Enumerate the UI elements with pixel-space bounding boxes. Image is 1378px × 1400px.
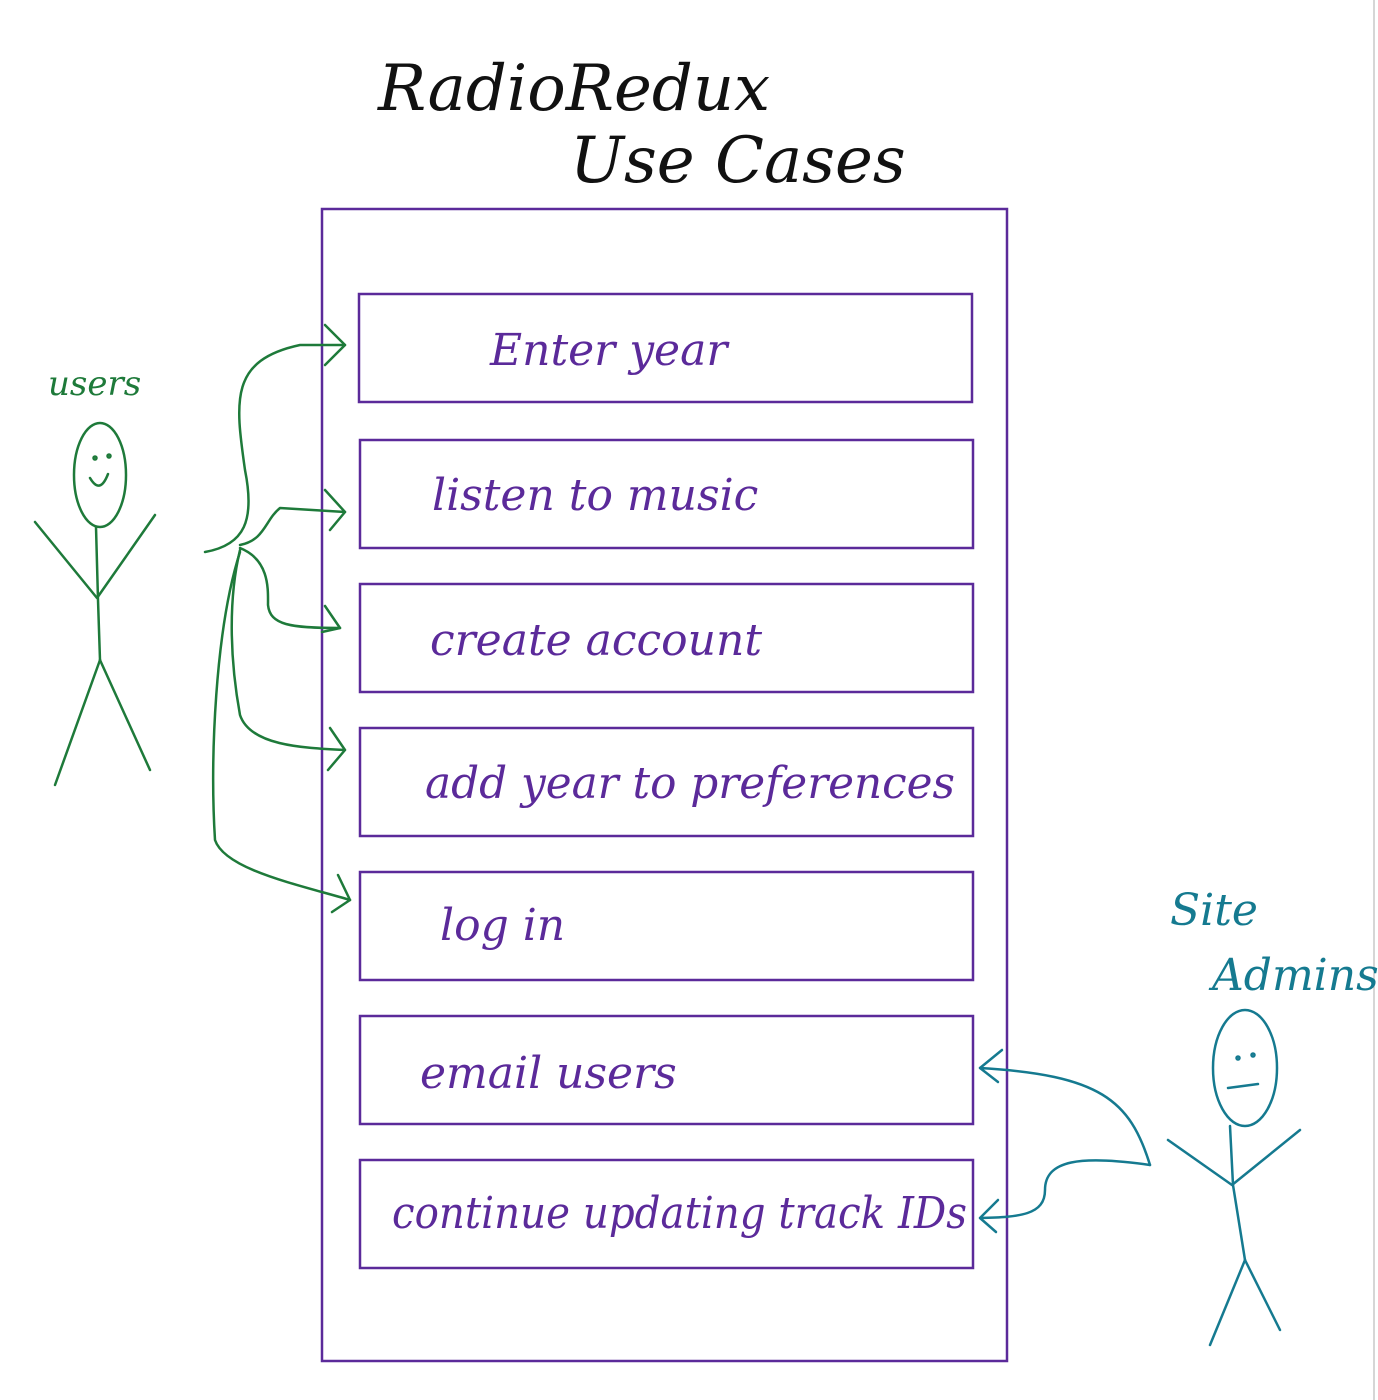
use-case-add-year-to-preferences: add year to preferences — [358, 726, 975, 838]
use-case-label: email users — [420, 1048, 677, 1099]
use-case-label: add year to preferences — [425, 758, 955, 809]
site-admins-connector-arrows — [978, 1048, 1152, 1234]
use-case-label: Enter year — [489, 325, 730, 376]
use-case-create-account: create account — [358, 582, 975, 694]
use-case-listen-to-music: listen to music — [358, 438, 975, 550]
use-case-label: listen to music — [432, 470, 758, 521]
users-connector-arrows — [203, 323, 352, 914]
diagram-title-line-1: RadioRedux — [377, 52, 770, 126]
use-case-continue-updating-track-ids: continue updating track IDs — [358, 1158, 975, 1270]
users-actor-label: users — [48, 364, 141, 404]
diagram-title-line-2: Use Cases — [570, 124, 906, 198]
neutral-stick-figure-icon — [1166, 1008, 1302, 1347]
smiling-stick-figure-icon — [33, 421, 157, 787]
use-case-label: continue updating track IDs — [392, 1188, 967, 1239]
system-boundary — [320, 207, 1009, 1363]
use-case-enter-year: Enter year — [357, 292, 974, 404]
site-admins-actor-label-line-1: Site — [1170, 885, 1258, 936]
site-admins-actor-label-line-2: Admins — [1208, 950, 1378, 1001]
use-case-label: log in — [440, 900, 565, 951]
use-case-log-in: log in — [358, 870, 975, 982]
use-case-label: create account — [430, 615, 762, 666]
use-case-email-users: email users — [358, 1014, 975, 1126]
